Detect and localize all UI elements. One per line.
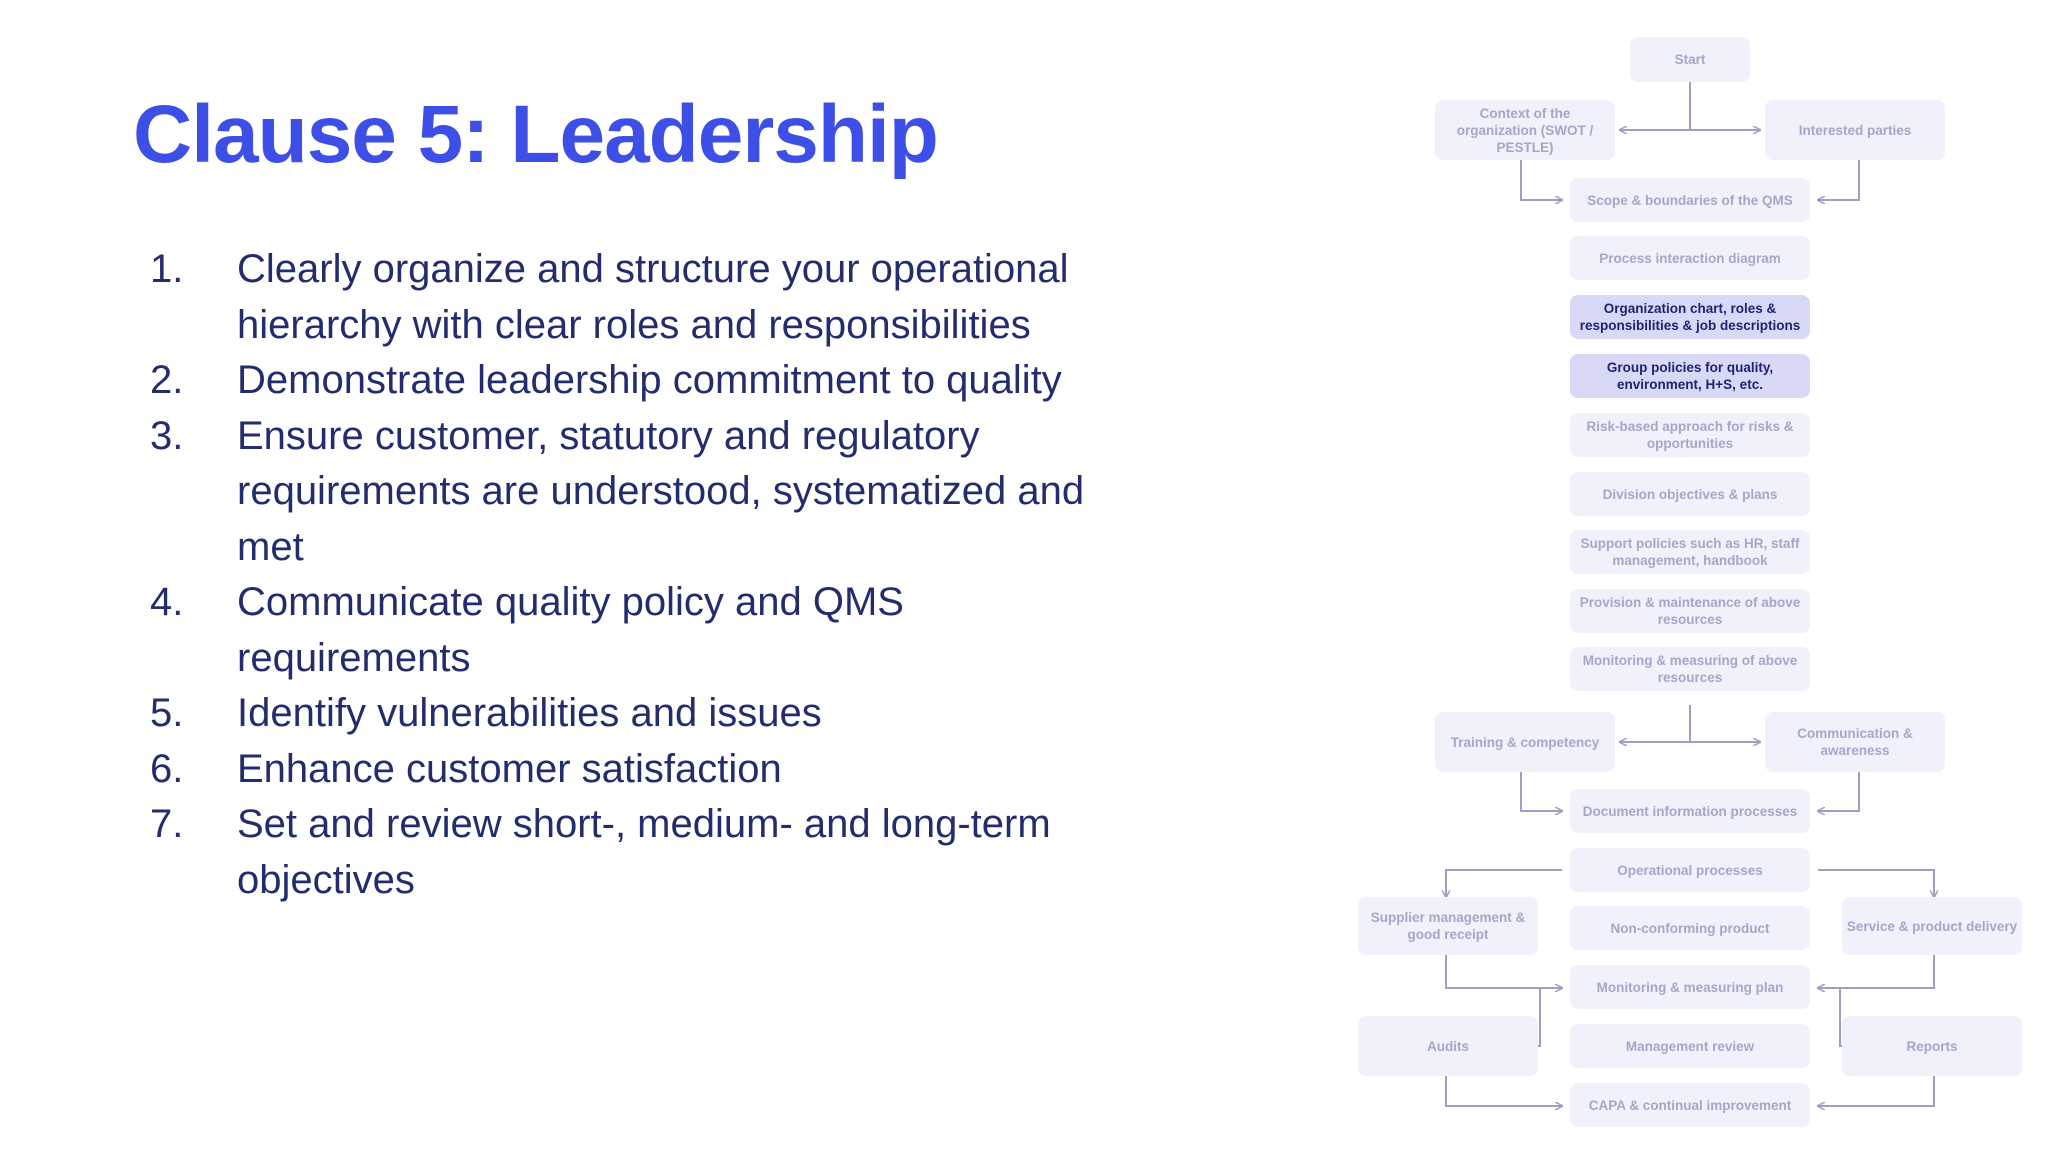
list-item: 5. Identify vulnerabilities and issues [150,686,1090,742]
list-number: 5. [150,691,184,735]
node-document-information: Document information processes [1570,789,1810,833]
connector-to-service [1818,869,1934,897]
list-number: 7. [150,802,184,846]
connector-context-scope [1520,160,1562,200]
list-text: Set and review short-, medium- and long-… [237,802,1051,902]
connector-supplier-monitoring [1445,955,1562,988]
list-number: 3. [150,413,184,458]
list-item: 4. Communicate quality policy and QMS req… [150,575,1090,686]
node-risk-based: Risk-based approach for risks & opportun… [1570,413,1810,457]
node-operational-processes: Operational processes [1570,848,1810,892]
node-monitoring-plan: Monitoring & measuring plan [1570,965,1810,1009]
connector-training-document [1520,772,1562,811]
list-text: Clearly organize and structure your oper… [237,247,1069,347]
list-text: Ensure customer, statutory and regulator… [237,413,1085,569]
list-number: 6. [150,746,184,791]
node-interested-parties: Interested parties [1765,100,1945,160]
node-monitoring-resources: Monitoring & measuring of above resource… [1570,647,1810,691]
connector-service-monitoring [1818,955,1935,988]
node-support-policies: Support policies such as HR, staff manag… [1570,530,1810,574]
connector-audits-capa [1445,1076,1562,1106]
node-context: Context of the organization (SWOT / PEST… [1435,100,1615,160]
list-item: 1. Clearly organize and structure your op… [150,242,1090,353]
flowchart-connectors [1340,82,2020,1130]
node-supplier-management: Supplier management & good receipt [1358,897,1538,955]
list-number: 4. [150,580,184,624]
node-reports: Reports [1842,1016,2022,1076]
node-provision: Provision & maintenance of above resourc… [1570,589,1810,633]
node-capa: CAPA & continual improvement [1570,1083,1810,1127]
list-item: 6. Enhance customer satisfaction [150,742,1090,798]
node-management-review: Management review [1570,1024,1810,1068]
node-audits: Audits [1358,1016,1538,1076]
connector-to-supplier [1446,869,1562,897]
node-start: Start [1630,37,1750,82]
slide-title: Clause 5: Leadership [133,89,939,180]
node-division-objectives: Division objectives & plans [1570,472,1810,516]
node-training: Training & competency [1435,712,1615,772]
list-number: 2. [150,358,184,402]
list-text: Identify vulnerabilities and issues [237,691,822,735]
node-scope: Scope & boundaries of the QMS [1570,178,1810,222]
connector-communication-document [1818,772,1860,811]
list-number: 1. [150,247,184,291]
leadership-list: 1. Clearly organize and structure your op… [150,242,1090,908]
node-service-delivery: Service & product delivery [1842,897,2022,955]
list-text: Demonstrate leadership commitment to qua… [237,358,1062,402]
list-text: Enhance customer satisfaction [237,746,782,791]
list-item: 2. Demonstrate leadership commitment to q… [150,353,1090,409]
connector-reports-capa [1818,1076,1935,1106]
qms-flowchart: Start Context of the organization (SWOT … [1340,30,2022,1130]
node-process-interaction: Process interaction diagram [1570,236,1810,280]
list-item: 3. Ensure customer, statutory and regulat… [150,409,1090,576]
node-organization-chart: Organization chart, roles & responsibili… [1570,295,1810,339]
list-item: 7. Set and review short-, medium- and lon… [150,797,1090,908]
list-text: Communicate quality policy and QMS requi… [237,580,904,680]
connector-interested-scope [1818,160,1860,200]
node-group-policies: Group policies for quality, environment,… [1570,354,1810,398]
node-non-conforming: Non-conforming product [1570,906,1810,950]
node-communication: Communication & awareness [1765,712,1945,772]
